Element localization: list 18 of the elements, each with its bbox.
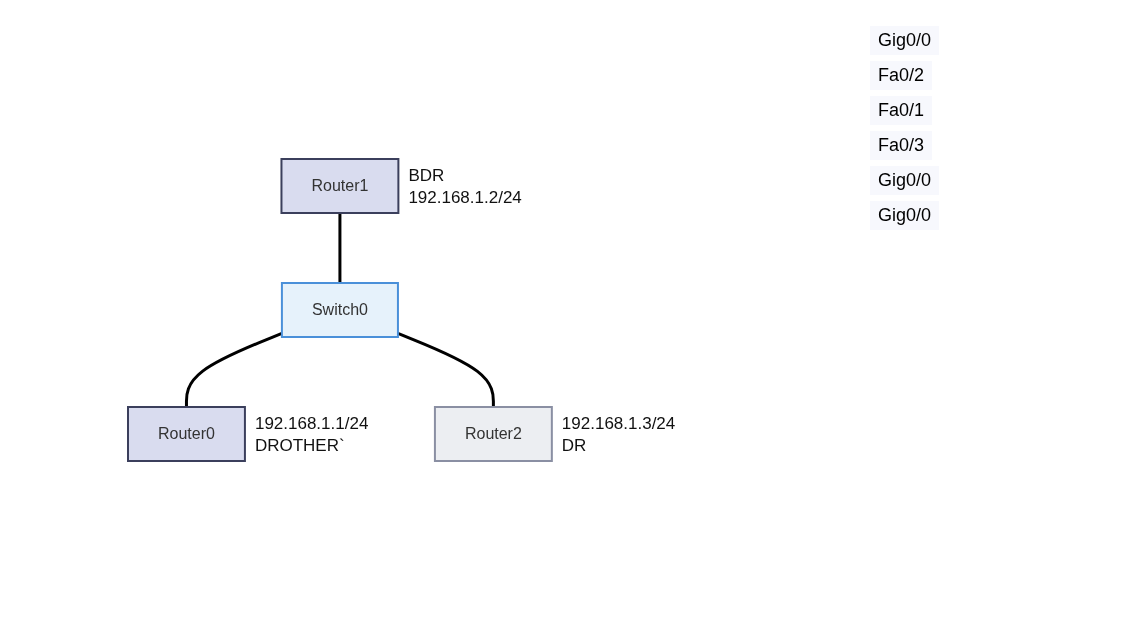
node-box: Switch0 <box>281 281 399 338</box>
interface-label: Fa0/3 <box>870 131 933 160</box>
node-box: Router1 <box>280 157 400 214</box>
node-annotation: BDR <box>408 165 445 185</box>
node-annotation: DROTHER` <box>255 435 345 455</box>
interface-label: Gig0/0 <box>870 201 940 230</box>
node-box: Router2 <box>434 405 553 462</box>
connector <box>338 212 342 283</box>
interface-label: Fa0/1 <box>870 96 933 125</box>
interface-label: Fa0/2 <box>870 61 933 90</box>
interface-label: Gig0/0 <box>870 166 940 195</box>
node-annotation: 192.168.1.1/24 <box>255 413 369 433</box>
interface-label: Gig0/0 <box>870 26 940 55</box>
connector <box>397 331 495 407</box>
node-box: Router0 <box>127 405 246 462</box>
node-annotation: 192.168.1.3/24 <box>561 413 676 433</box>
node-annotation: DR <box>561 435 587 455</box>
node-annotation: 192.168.1.2/24 <box>408 187 522 207</box>
